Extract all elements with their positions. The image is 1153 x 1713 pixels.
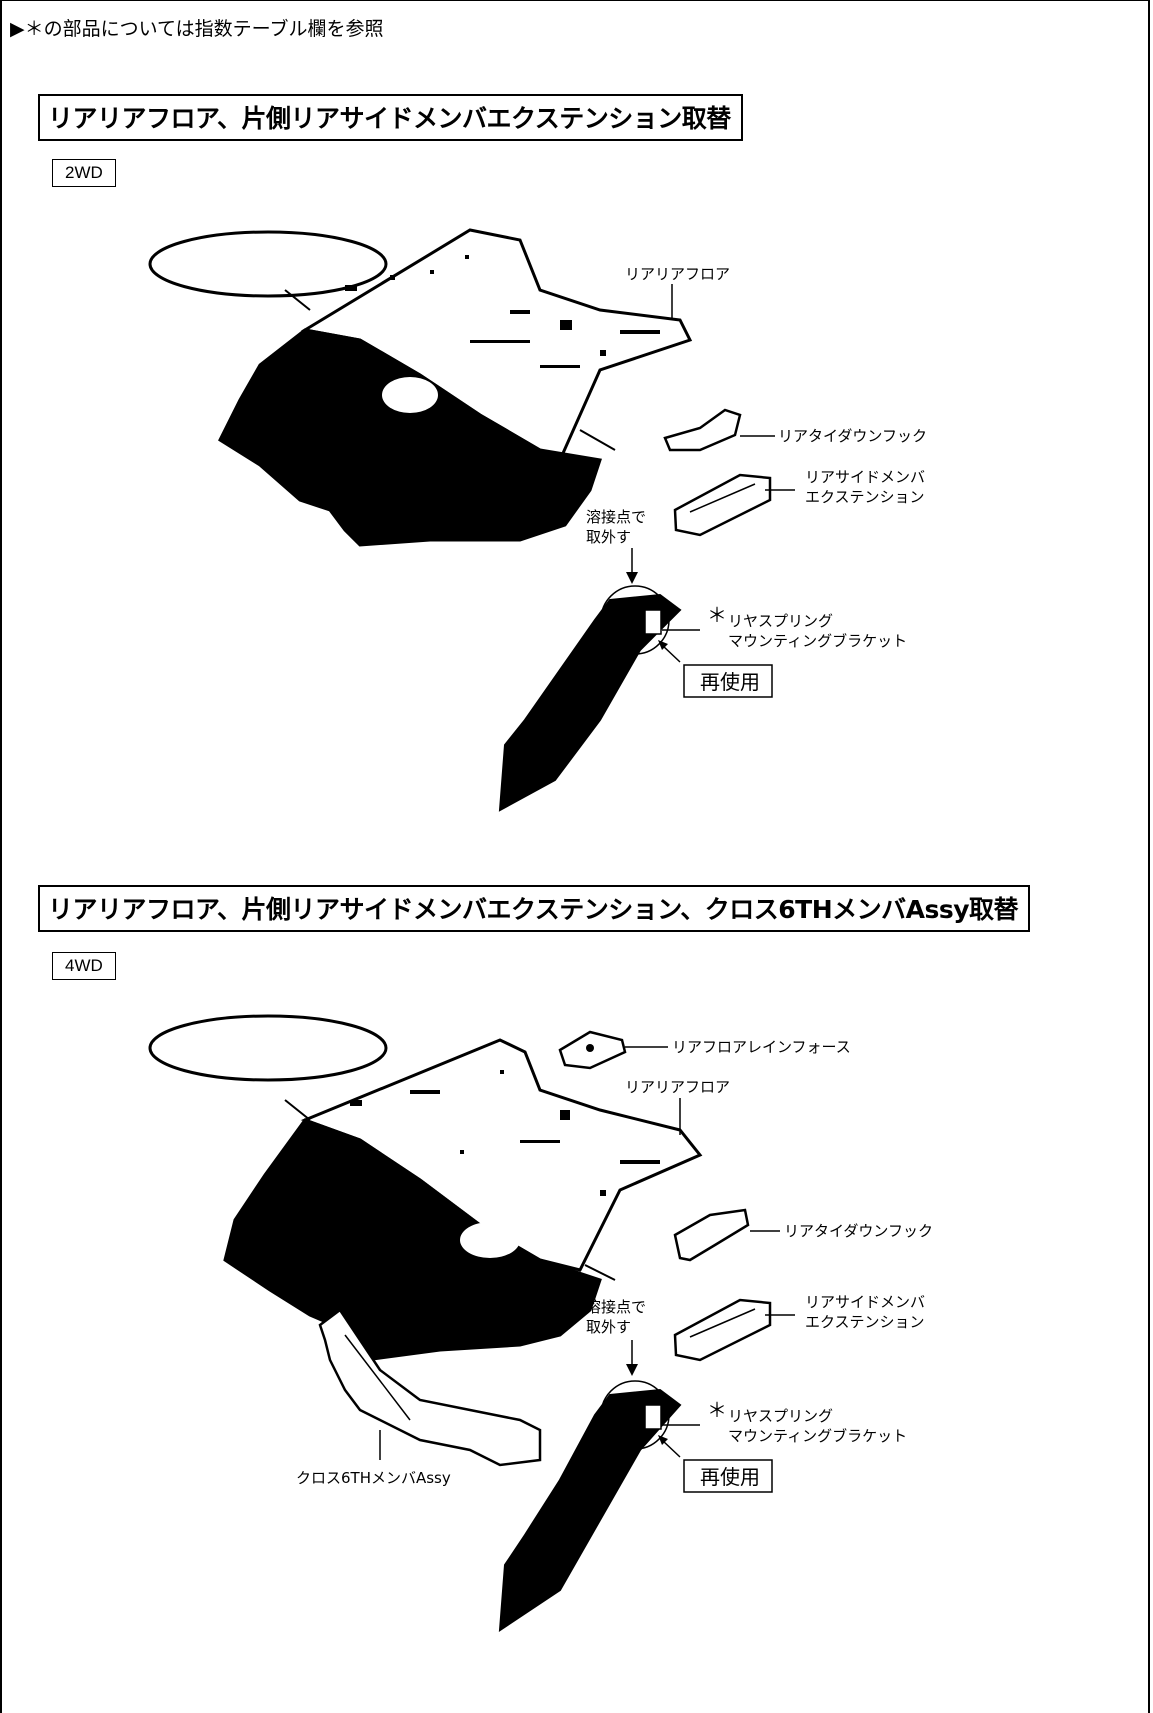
reference-note: ▶＊の部品については指数テーブル欄を参照 bbox=[10, 18, 384, 40]
reuse-box bbox=[683, 1459, 773, 1493]
label-side-member-ext-2: エクステンション bbox=[805, 1313, 925, 1331]
label-spring-bracket-2: マウンティングブラケット bbox=[728, 1427, 907, 1445]
label-tie-down-hook: リアタイダウンフック bbox=[778, 427, 927, 445]
weld-circle bbox=[600, 1380, 670, 1450]
asterisk-mark: ＊ bbox=[707, 1398, 727, 1422]
label-weld-2: 取外す bbox=[586, 528, 631, 546]
label-weld-1: 溶接点で bbox=[586, 508, 646, 526]
tie-down-hook-part bbox=[663, 408, 742, 452]
section-title-2wd: リアリアフロア、片側リアサイドメンバエクステンション取替 bbox=[38, 94, 743, 141]
label-rear-rear-floor: リアリアフロア bbox=[625, 1078, 730, 1096]
rear-rear-floor-lower bbox=[218, 328, 602, 547]
weld-circle bbox=[600, 585, 670, 655]
section-title-4wd: リアリアフロア、片側リアサイドメンバエクステンション、クロス6THメンバAssy… bbox=[38, 885, 1031, 932]
side-member-extension-part bbox=[673, 473, 772, 537]
label-weld-1: 溶接点で bbox=[586, 1298, 646, 1316]
diagram-4wd: リアフロアレインフォース リアリアフロア リアタイダウンフック リアサイドメンバ… bbox=[148, 1014, 933, 1632]
floor-hole bbox=[460, 1222, 520, 1258]
rear-rear-floor-lower bbox=[223, 1118, 602, 1362]
label-side-member-ext-2: エクステンション bbox=[805, 488, 925, 506]
drive-tag-2wd: 2WD bbox=[52, 159, 116, 187]
drive-tag-4wd: 4WD bbox=[52, 952, 116, 980]
spring-bracket-part bbox=[644, 609, 662, 635]
label-side-member-ext-1: リアサイドメンバ bbox=[805, 468, 925, 486]
label-tie-down-hook: リアタイダウンフック bbox=[784, 1222, 933, 1240]
floor-hole bbox=[382, 377, 438, 413]
blank-oval bbox=[148, 230, 388, 298]
floor-details bbox=[350, 1070, 660, 1196]
label-side-member-ext-1: リアサイドメンバ bbox=[805, 1293, 925, 1311]
label-spring-bracket-1: リヤスプリング bbox=[728, 1407, 833, 1425]
label-reuse: 再使用 bbox=[700, 1465, 760, 1489]
label-cross-member: クロス6THメンバAssy bbox=[296, 1469, 451, 1487]
floor-details bbox=[345, 255, 660, 368]
reuse-box bbox=[683, 664, 773, 698]
label-spring-bracket-2: マウンティングブラケット bbox=[728, 632, 907, 650]
tie-down-hook-part bbox=[673, 1208, 750, 1262]
label-floor-reinforce: リアフロアレインフォース bbox=[672, 1038, 851, 1056]
label-rear-rear-floor: リアリアフロア bbox=[625, 265, 730, 283]
cross-6th-member-part bbox=[318, 1308, 542, 1467]
label-spring-bracket-1: リヤスプリング bbox=[728, 612, 833, 630]
spring-bracket-part bbox=[644, 1404, 662, 1430]
rear-side-member bbox=[498, 593, 682, 812]
rear-side-member bbox=[498, 1388, 682, 1632]
side-member-extension-part bbox=[673, 1298, 772, 1362]
asterisk-mark: ＊ bbox=[707, 603, 727, 627]
diagram-2wd: リアリアフロア リアタイダウンフック リアサイドメンバ エクステンション 溶接点… bbox=[148, 228, 927, 812]
label-reuse: 再使用 bbox=[700, 670, 760, 694]
label-weld-2: 取外す bbox=[586, 1318, 631, 1336]
blank-oval bbox=[148, 1014, 388, 1082]
